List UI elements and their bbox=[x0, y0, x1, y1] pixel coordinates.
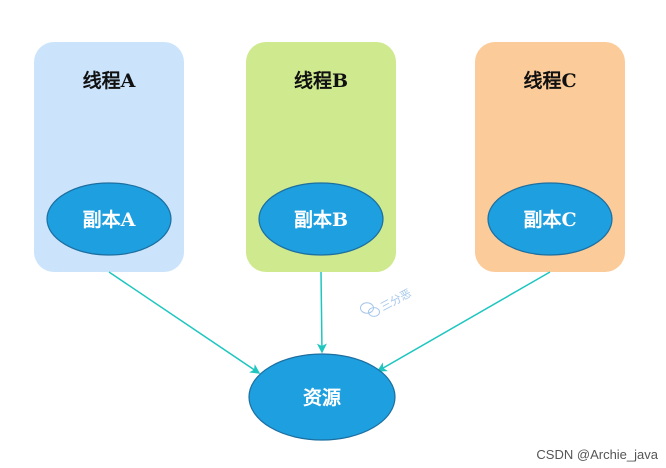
watermark: 三分恶 bbox=[360, 287, 414, 317]
copy-oval-b: 副本B bbox=[258, 182, 384, 256]
source-credit: CSDN @Archie_java bbox=[536, 447, 658, 462]
copy-oval-b-label: 副本B bbox=[294, 208, 348, 231]
copy-oval-c-label: 副本C bbox=[523, 208, 576, 231]
arrow-b-to-resource bbox=[316, 271, 327, 354]
thread-panel-a-title: 线程A bbox=[83, 69, 136, 92]
copy-oval-c-shape bbox=[487, 182, 613, 256]
thread-panel-a: 线程A 副本A bbox=[34, 42, 184, 272]
copy-oval-a: 副本A bbox=[46, 182, 172, 256]
thread-panel-c-title: 线程C bbox=[523, 69, 576, 92]
copy-oval-c: 副本C bbox=[487, 182, 613, 256]
arrow-c-to-resource bbox=[376, 271, 551, 372]
watermark-text: 三分恶 bbox=[378, 287, 413, 314]
wechat-icon bbox=[360, 302, 380, 317]
thread-panel-c: 线程C 副本C bbox=[475, 42, 625, 272]
copy-oval-a-shape bbox=[46, 182, 172, 256]
resource-oval-label: 资源 bbox=[303, 386, 341, 409]
copy-oval-b-shape bbox=[258, 182, 384, 256]
resource-oval: 资源 bbox=[248, 353, 396, 441]
resource-oval-shape bbox=[248, 353, 396, 441]
arrow-a-to-resource bbox=[108, 271, 261, 374]
thread-panel-b-title: 线程B bbox=[294, 69, 348, 92]
copy-oval-a-label: 副本A bbox=[83, 208, 136, 231]
thread-panel-b: 线程B 副本B bbox=[246, 42, 396, 272]
